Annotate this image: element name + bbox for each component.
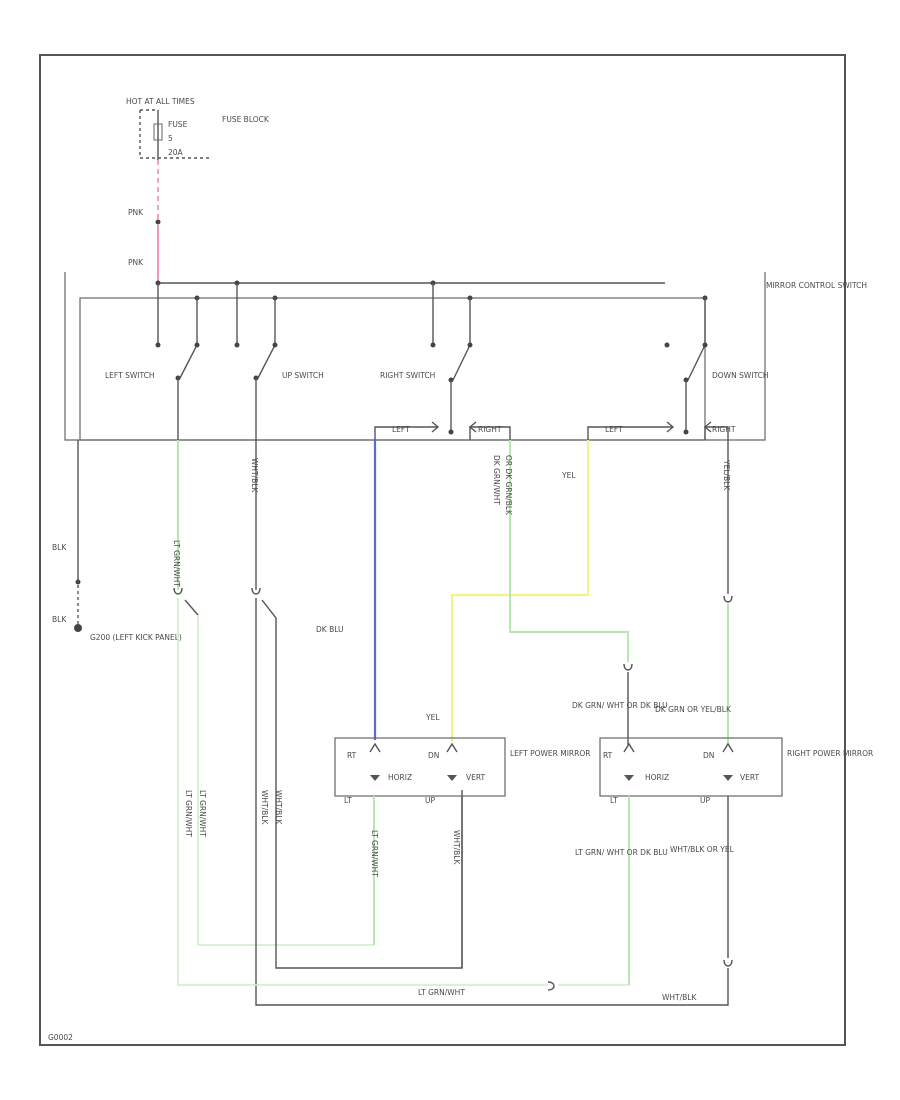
left-mirror-lt: LT	[344, 796, 352, 805]
wire-label-pnk-1: PNK	[128, 208, 144, 217]
left-mirror-wire-wht-blk: WHT/BLK	[452, 830, 461, 865]
right-mirror-rt: RT	[603, 751, 613, 760]
right-switch-left-terminal: LEFT	[392, 425, 410, 434]
left-mirror-rt: RT	[347, 751, 357, 760]
wire-label-lt-grn-wht-or: LT GRN/ WHT OR DK BLU	[575, 848, 668, 857]
right-mirror-dn: DN	[703, 751, 714, 760]
mirror-control-switch: MIRROR CONTROL SWITCH	[64, 272, 867, 441]
wire-label-wht-blk-3: WHT/BLK	[274, 790, 283, 825]
right-mirror-lt: LT	[610, 796, 618, 805]
wire-dk-grn-wht: DK GRN/WHT OR DK GRN/BLK DK GRN/ WHT OR …	[492, 440, 668, 745]
right-mirror-horiz: HORIZ	[645, 773, 669, 782]
wire-label-yel-top: YEL	[561, 471, 576, 480]
wire-label-wht-blk-2: WHT/BLK	[260, 790, 269, 825]
wire-label-yel-mid: YEL	[425, 713, 440, 722]
left-mirror-dn: DN	[428, 751, 439, 760]
left-mirror-horiz: HORIZ	[388, 773, 412, 782]
down-switch-left-terminal: LEFT	[605, 425, 623, 434]
wire-label-lt-grn-wht-bottom: LT GRN/WHT	[418, 988, 465, 997]
mirror-control-label-text: MIRROR CONTROL SWITCH	[766, 281, 867, 290]
left-switch-label: LEFT SWITCH	[105, 371, 154, 380]
wire-label-wht-blk: WHT/BLK	[250, 458, 259, 493]
fuse-hot-label: HOT AT ALL TIMES	[126, 97, 195, 106]
wire-label-dk-grn-wht: DK GRN/WHT	[492, 455, 501, 505]
down-switch: DOWN SWITCH LEFT RIGHT	[587, 295, 769, 440]
diagram-frame	[39, 54, 846, 1046]
wire-label-lt-grn-wht: LT GRN/WHT	[172, 540, 181, 587]
left-mirror-up: UP	[425, 796, 435, 805]
wire-label-dk-blu: DK BLU	[316, 625, 344, 634]
right-switch-label: RIGHT SWITCH	[380, 371, 435, 380]
wire-label-pnk-2: PNK	[128, 258, 144, 267]
wire-label-dk-grn-wht-or: DK GRN/ WHT OR DK BLU	[572, 701, 668, 710]
right-power-mirror: RT DN HORIZ VERT LT UP RIGHT POWER MIRRO…	[575, 737, 873, 998]
wire-lt-grn-wht: LT GRN/WHT LT GRN/WHT LT GRN/WHT	[172, 440, 374, 980]
wire-label-dk-grn-blk: OR DK GRN/BLK	[504, 455, 513, 516]
left-mirror-vert: VERT	[466, 773, 486, 782]
wire-label-yel-blk: YEL/BLK	[722, 459, 731, 491]
left-switch: LEFT SWITCH	[105, 283, 200, 440]
up-switch: UP SWITCH	[234, 283, 324, 440]
diagram-code: G0002	[48, 1033, 73, 1042]
ground-g200: BLK BLK G200 (LEFT KICK PANEL)	[52, 440, 182, 642]
wire-label-lt-grn-wht-2: LT GRN/WHT	[184, 790, 193, 837]
pink-feed-wire: PNK PNK	[128, 160, 161, 283]
right-switch: RIGHT SWITCH LEFT RIGHT	[374, 283, 511, 440]
mirror-control-label: MIRROR CONTROL SWITCH	[766, 281, 867, 290]
wire-label-lt-grn-wht-3: LT GRN/WHT	[198, 790, 207, 837]
wire-label-wht-blk-bottom: WHT/BLK	[662, 993, 697, 1002]
right-mirror-vert: VERT	[740, 773, 760, 782]
fuse-amp: 20A	[168, 148, 184, 157]
wire-label-blk-1: BLK	[52, 543, 67, 552]
left-mirror-title: LEFT POWER MIRROR	[510, 749, 590, 758]
down-switch-right-terminal: RIGHT	[712, 425, 736, 434]
ground-label-text: G200 (LEFT KICK PANEL)	[90, 633, 182, 642]
fuse-block-label: FUSE BLOCK	[222, 115, 270, 124]
fuse-number: 5	[168, 134, 173, 143]
left-mirror-wire-lt-grn-wht: LT GRN/WHT	[370, 830, 379, 877]
right-switch-right-terminal: RIGHT	[478, 425, 502, 434]
wire-dk-blu: DK BLU	[316, 440, 377, 740]
wire-label-dk-grn-yel: DK GRN OR YEL/BLK	[655, 705, 732, 714]
wire-label-wht-blk-or: WHT/BLK OR YEL	[670, 845, 735, 854]
wire-yel-blk: YEL/BLK DK GRN OR YEL/BLK	[655, 440, 733, 745]
fuse-block: HOT AT ALL TIMES FUSE 5 20A FUSE BLOCK	[126, 97, 270, 160]
right-mirror-title: RIGHT POWER MIRROR	[787, 749, 873, 758]
right-mirror-up: UP	[700, 796, 710, 805]
bottom-return-wires: LT GRN/WHT WHT/BLK	[177, 980, 697, 1002]
wire-yel: YEL YEL	[425, 440, 590, 742]
ground-label: G200 (LEFT KICK PANEL)	[90, 633, 182, 642]
wire-label-blk-2: BLK	[52, 615, 67, 624]
up-switch-label: UP SWITCH	[282, 371, 324, 380]
wire-wht-blk: WHT/BLK WHT/BLK WHT/BLK	[250, 440, 729, 1006]
fuse-label: FUSE	[168, 120, 188, 129]
down-switch-label: DOWN SWITCH	[712, 371, 769, 380]
left-power-mirror: RT DN HORIZ VERT LT UP LEFT POWER MIRROR…	[334, 737, 590, 968]
